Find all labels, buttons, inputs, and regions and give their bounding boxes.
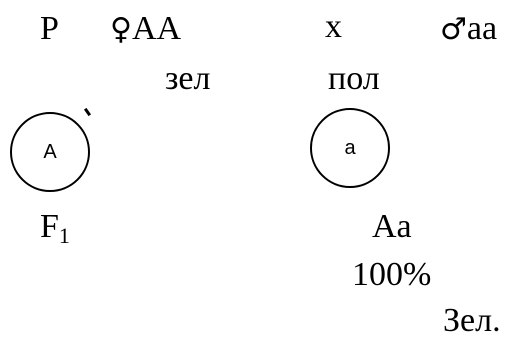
parents-label: P bbox=[40, 10, 59, 47]
cross-symbol: x bbox=[325, 8, 342, 45]
offspring-genotype: Aa bbox=[372, 208, 412, 245]
female-symbol-icon: ♀ bbox=[110, 12, 132, 47]
male-parent: ♂aa bbox=[440, 12, 497, 46]
male-phenotype: пол bbox=[328, 60, 380, 97]
male-gamete-circle: a bbox=[310, 108, 390, 188]
offspring-label-main: F bbox=[40, 208, 59, 245]
male-gamete-allele: a bbox=[344, 136, 356, 159]
female-gamete-allele: A bbox=[43, 140, 57, 163]
female-gamete-circle: A bbox=[10, 112, 90, 192]
offspring-percent: 100% bbox=[352, 256, 432, 293]
female-genotype: AA bbox=[131, 10, 182, 47]
gamete-tick-mark bbox=[83, 107, 92, 117]
female-phenotype: зел bbox=[165, 60, 211, 97]
offspring-phenotype: Зел. bbox=[443, 302, 501, 339]
offspring-label-sub: 1 bbox=[58, 223, 70, 248]
male-genotype: aa bbox=[466, 10, 498, 47]
male-symbol-icon: ♂ bbox=[440, 12, 467, 47]
female-parent: ♀AA bbox=[110, 12, 181, 46]
offspring-label: F1 bbox=[40, 210, 70, 247]
